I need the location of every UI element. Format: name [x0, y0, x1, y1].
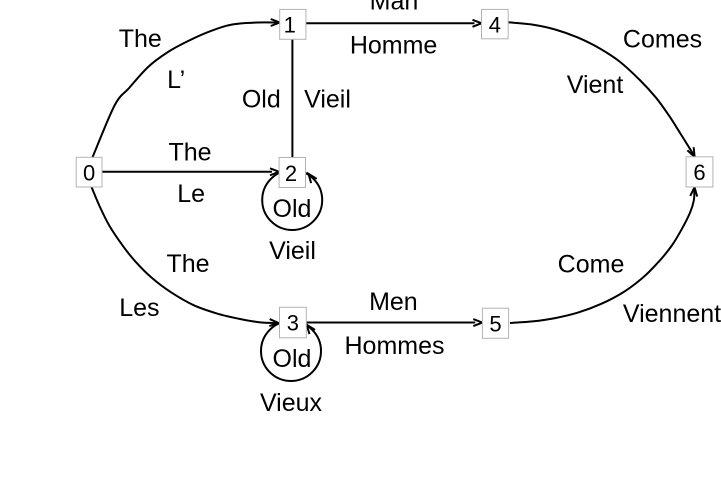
- svg-text:Man: Man: [370, 0, 419, 16]
- svg-text:Old: Old: [273, 345, 312, 373]
- svg-text:Homme: Homme: [350, 31, 438, 59]
- svg-text:Come: Come: [558, 251, 625, 279]
- svg-text:The: The: [119, 25, 162, 53]
- svg-text:0: 0: [83, 161, 95, 186]
- svg-text:4: 4: [489, 13, 501, 38]
- svg-text:Hommes: Hommes: [344, 332, 444, 360]
- svg-text:3: 3: [287, 311, 299, 336]
- svg-text:Viennent: Viennent: [623, 300, 721, 328]
- svg-text:Les: Les: [119, 294, 159, 322]
- svg-text:Le: Le: [177, 180, 205, 208]
- svg-text:Vieil: Vieil: [304, 86, 351, 114]
- svg-text:5: 5: [489, 312, 501, 337]
- svg-text:2: 2: [285, 161, 297, 186]
- svg-text:Old: Old: [242, 86, 281, 114]
- svg-text:1: 1: [284, 13, 296, 38]
- svg-text:Comes: Comes: [623, 25, 702, 53]
- svg-text:Old: Old: [273, 195, 312, 223]
- svg-text:L’: L’: [167, 66, 185, 94]
- svg-text:Men: Men: [369, 288, 418, 316]
- svg-text:6: 6: [693, 160, 705, 185]
- svg-text:The: The: [168, 139, 211, 167]
- svg-text:Vieux: Vieux: [260, 389, 323, 417]
- svg-text:The: The: [166, 250, 209, 278]
- svg-text:Vieil: Vieil: [269, 237, 316, 265]
- svg-text:Vient: Vient: [567, 71, 624, 99]
